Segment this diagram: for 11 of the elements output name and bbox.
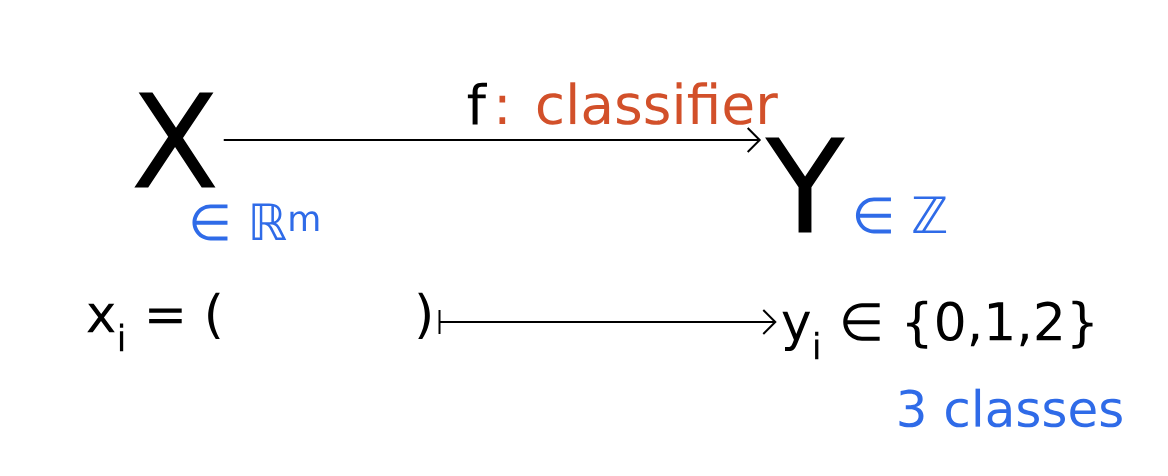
arrow: [222, 127, 762, 153]
annotation: ∈ ℤ: [855, 196, 947, 234]
annotation: 3 classes: [899, 388, 1122, 428]
math-symbol: Y: [765, 137, 845, 233]
math-symbol: x$_{i}$ = ( ): [87, 292, 430, 352]
edge-label: f: [467, 82, 487, 125]
annotation-text: : classifier: [499, 82, 778, 125]
annotation: ∈ ℝ$^{m}$: [192, 203, 319, 241]
math-symbol: y$_{i}$ ∈ {0,1,2}: [782, 300, 1093, 360]
math-symbol: X: [134, 92, 216, 188]
arrow: [438, 309, 777, 335]
